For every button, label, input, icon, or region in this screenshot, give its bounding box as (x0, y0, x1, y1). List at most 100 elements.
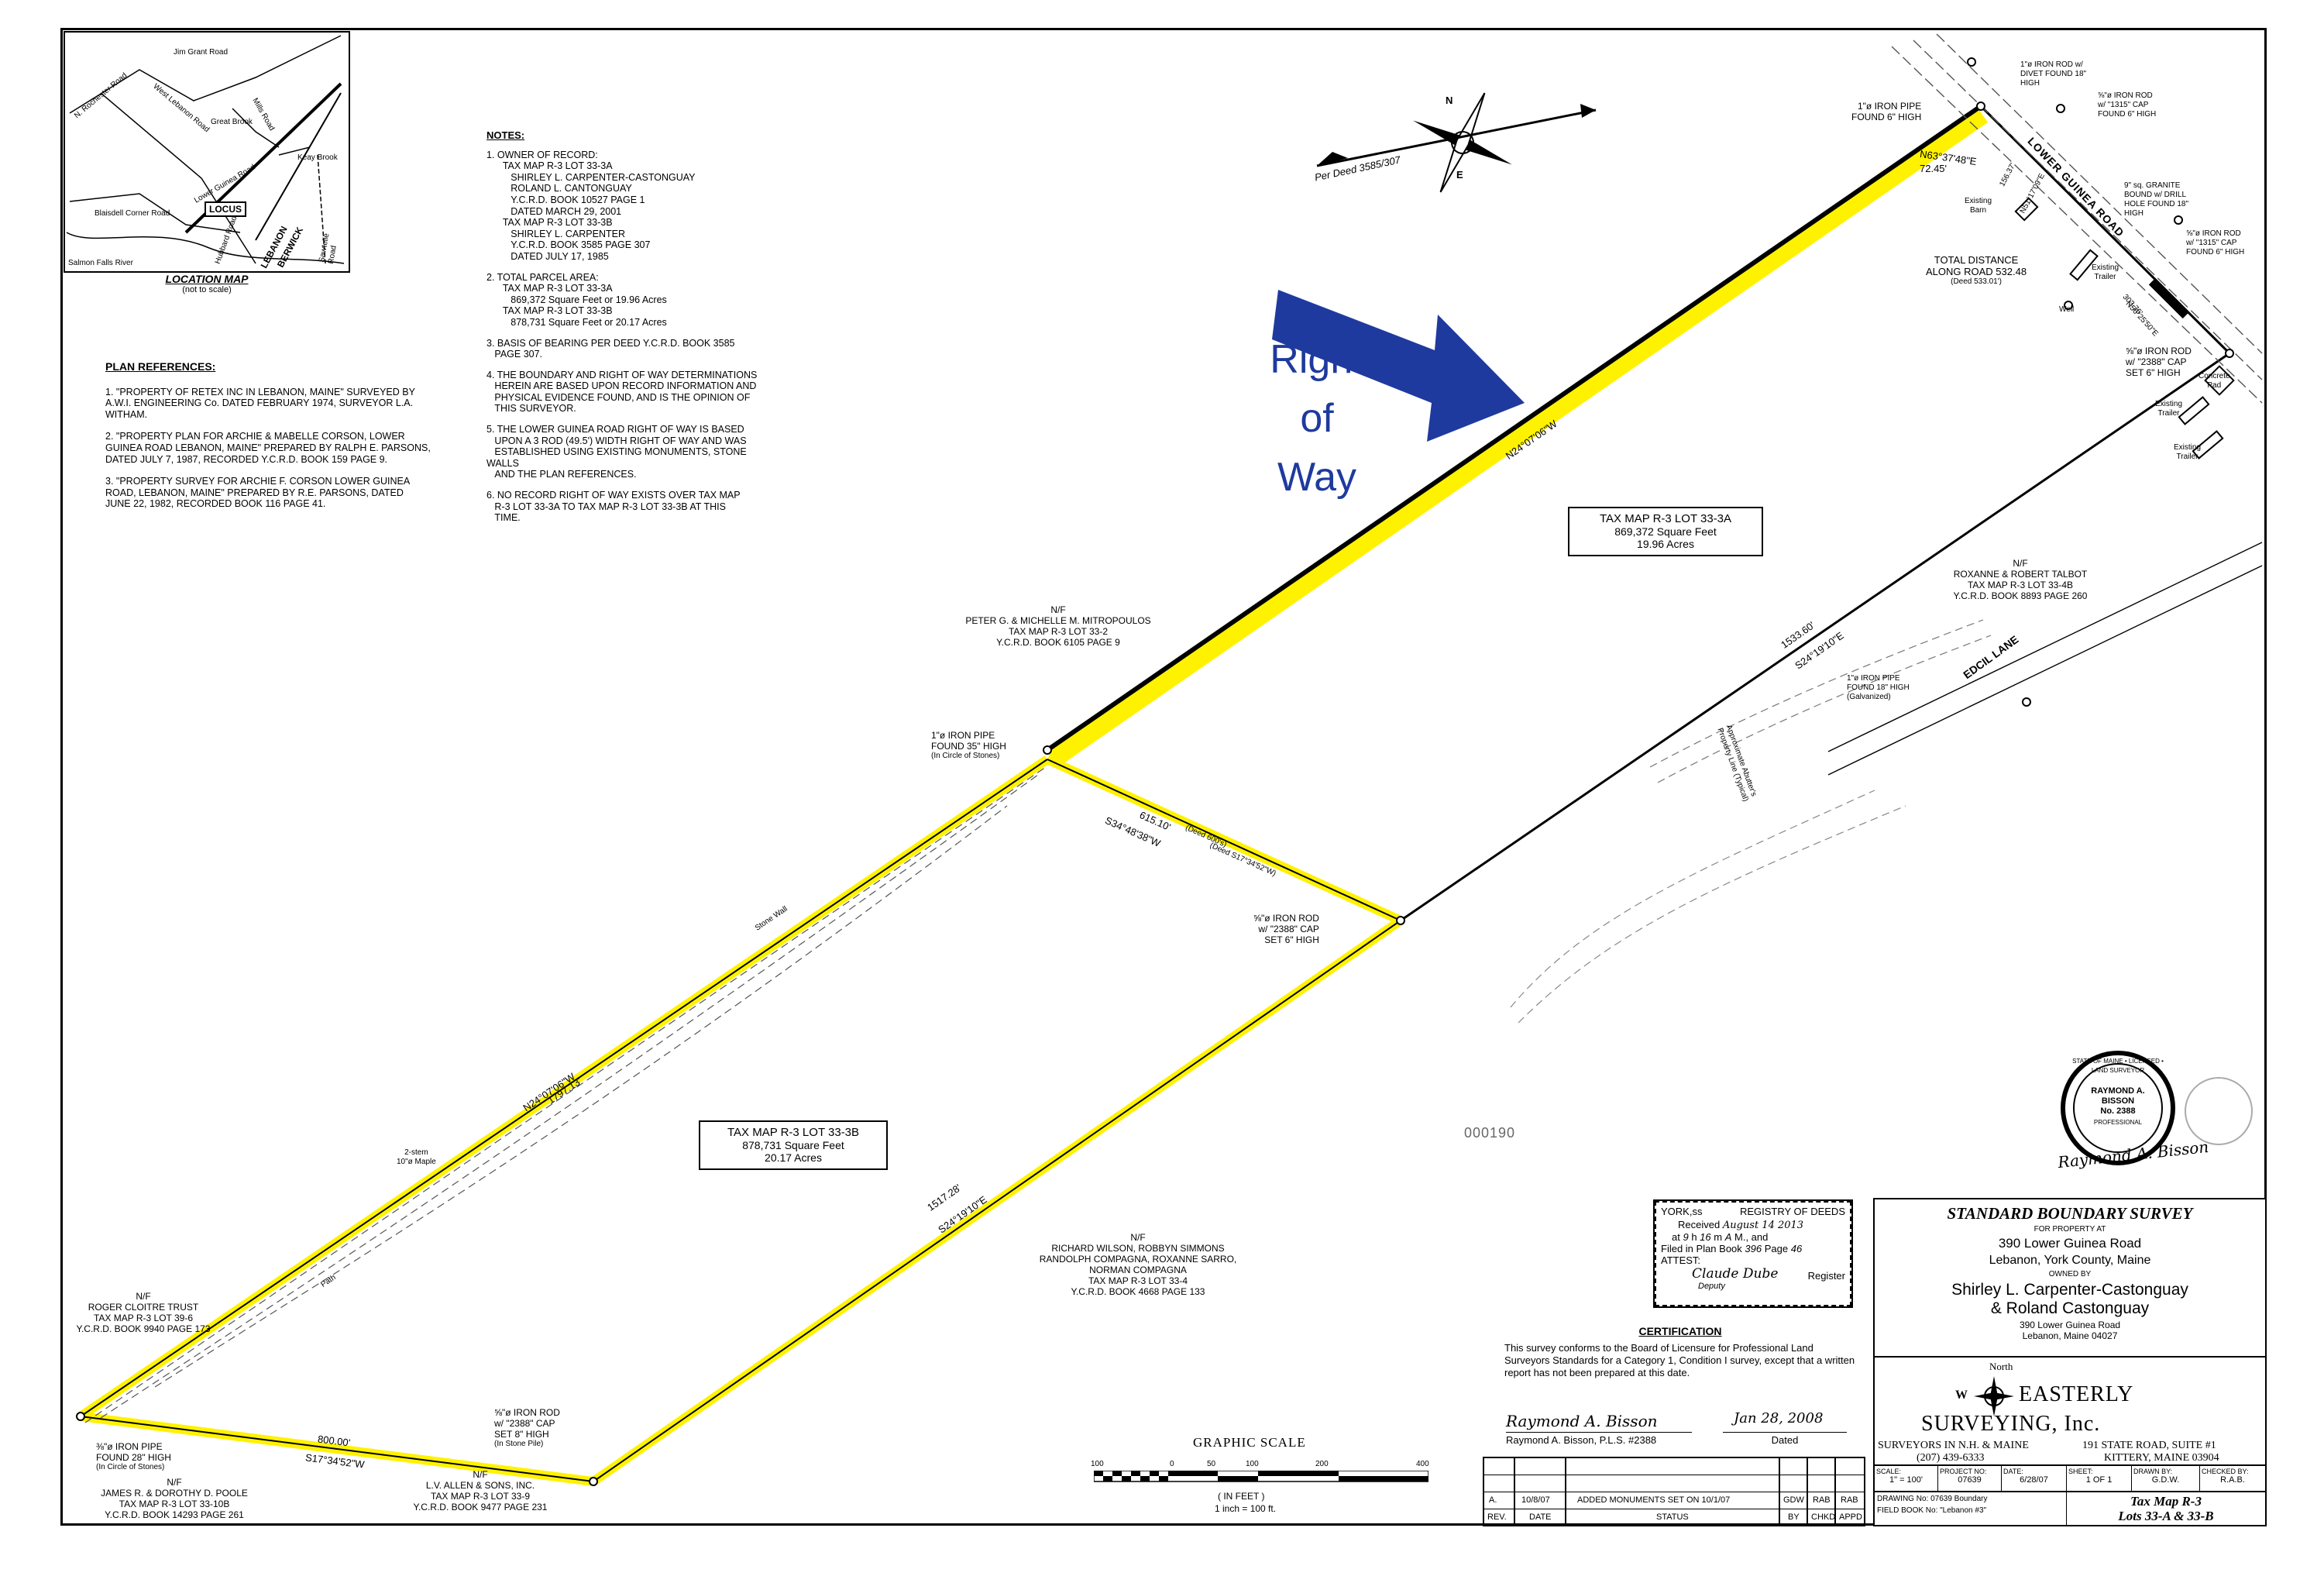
label-rod-bottom-3: SET 8" HIGH (494, 1429, 549, 1440)
registry-hour: 9 (1683, 1231, 1689, 1243)
abutter-allen-name: L.V. ALLEN & SONS, INC. (425, 1480, 535, 1491)
lot-3b-area-sf: 878,731 Square Feet (742, 1139, 844, 1151)
registry-sign-row: Claude Dube Register (1661, 1266, 1845, 1282)
meta-project-label: PROJECT NO: (1940, 1468, 1987, 1475)
abutter-allen-nf: N/F (473, 1469, 488, 1480)
note-2: 2. TOTAL PARCEL AREA: TAX MAP R-3 LOT 33… (486, 271, 667, 328)
meta-scale-label: SCALE: (1876, 1468, 1902, 1475)
lot-3a-box: TAX MAP R-3 LOT 33-3A 869,372 Square Fee… (1568, 507, 1763, 556)
certification-dated: Dated (1723, 1432, 1847, 1446)
stamp-number: 000190 (1464, 1125, 1516, 1141)
abutter-cloitre-map: TAX MAP R-3 LOT 39-6 (93, 1313, 194, 1323)
rev-h-chkd: CHKD (1811, 1512, 1836, 1522)
scale-tick-5: 400 (1416, 1460, 1429, 1468)
label-maple-1: 2-stem (404, 1148, 428, 1157)
row-west-line (1046, 104, 1982, 752)
label-trailer-1-a: Existing (2092, 263, 2119, 272)
lot-3a-title: TAX MAP R-3 LOT 33-3A (1599, 512, 1732, 525)
lot-3b-box: TAX MAP R-3 LOT 33-3B 878,731 Square Fee… (699, 1120, 888, 1170)
label-concrete-pad: Concrete Pad (2199, 372, 2230, 391)
certification-date-sig: Jan 28, 2008 (1734, 1410, 1824, 1426)
right-of-way-word-2: of (1300, 396, 1334, 441)
abutter-poole-name: JAMES R. & DOROTHY D. POOLE (101, 1488, 248, 1499)
label-pipe-mid-2: FOUND 35" HIGH (931, 741, 1006, 752)
title-block-owner-1: Shirley L. Carpenter-Castonguay (1951, 1281, 2188, 1299)
loc-lower-guinea: Lower Guinea Road (192, 163, 257, 205)
scale-tick-1: 0 (1170, 1460, 1174, 1468)
rev-col-div-4 (1807, 1458, 1808, 1525)
note-3: 3. BASIS OF BEARING PER DEED Y.C.R.D. BO… (486, 337, 735, 360)
meta-checked-label: CHECKED BY: (2202, 1468, 2249, 1475)
loc-road-west-lebanon: West Lebanon Road (151, 82, 211, 135)
rev-h-status: STATUS (1656, 1512, 1689, 1522)
north-label: N (1446, 95, 1453, 106)
existing-structures (2014, 197, 2235, 459)
label-rod-1315-top: ⅝"ø IRON ROD w/ "1315" CAP FOUND 6" HIGH (2098, 91, 2156, 119)
registry-title: REGISTRY OF DEEDS (1739, 1206, 1845, 1217)
plan-references-block: PLAN REFERENCES: 1. "PROPERTY OF RETEX I… (105, 361, 431, 521)
company-surveyors: SURVEYORS IN N.H. & MAINE (1878, 1440, 2029, 1451)
revisions-row-a: A. 10/8/07 ADDED MONUMENTS SET ON 10/1/0… (1484, 1492, 1864, 1509)
label-rod-divet-1: 1"ø IRON ROD w/ (2020, 60, 2083, 69)
seal-number: No. 2388 (2100, 1106, 2136, 1116)
label-pipe-top: 1"ø IRON PIPE FOUND 6" HIGH (1851, 101, 1921, 122)
seal-inner-ring (2073, 1063, 2163, 1153)
loc-mills-road: Mills Road (250, 96, 277, 132)
lot-3b-area-ac: 20.17 Acres (765, 1151, 822, 1164)
abutter-cloitre-nf: N/F (136, 1291, 151, 1302)
registry-dashed-border (1655, 1201, 1851, 1306)
loc-blaisdell: Blaisdell Corner Road (95, 209, 170, 218)
label-rod-2388-mid-2: w/ "2388" CAP (1258, 924, 1319, 934)
rev-col-div-2 (1565, 1458, 1566, 1525)
meta-sheet-value: 1 OF 1 (2085, 1475, 2113, 1485)
company-compass-icon (1974, 1376, 2014, 1416)
label-granite-2: BOUND w/ DRILL (2124, 191, 2187, 199)
revisions-table: A. 10/8/07 ADDED MONUMENTS SET ON 10/1/0… (1483, 1457, 1865, 1526)
graphic-scale-bar (1094, 1471, 1428, 1482)
label-trailer-2-a: Existing (2155, 400, 2183, 408)
abutter-poole-book: Y.C.R.D. BOOK 14293 PAGE 261 (105, 1509, 244, 1520)
west-line (80, 759, 1048, 1417)
label-granite: 9" sq. GRANITE BOUND w/ DRILL HOLE FOUND… (2124, 181, 2188, 219)
title-block-owner-addr-2: Lebanon, Maine 04027 (2022, 1330, 2118, 1341)
scale-tick-2: 50 (1207, 1460, 1216, 1468)
meta-scale: SCALE: 1" = 100' (1875, 1466, 1938, 1491)
edcil-lane-lines (1827, 542, 2263, 776)
monument-markers (76, 57, 2234, 1486)
note-4: 4. THE BOUNDARY AND RIGHT OF WAY DETERMI… (486, 369, 758, 415)
east-label: E (1456, 169, 1463, 181)
total-distance-1: TOTAL DISTANCE (1934, 254, 2019, 266)
title-block: STANDARD BOUNDARY SURVEY FOR PROPERTY AT… (1873, 1198, 2267, 1526)
label-trailer-3-b: Trailer (2176, 453, 2199, 461)
registry-deputy: Deputy (1698, 1282, 1725, 1291)
label-granite-1: 9" sq. GRANITE (2124, 181, 2181, 190)
label-pipe-left-2: FOUND 28" HIGH (96, 1452, 171, 1463)
title-block-owned-by: OWNED BY (2048, 1270, 2092, 1278)
location-map-title: LOCATION MAP (165, 273, 249, 285)
label-rod-2388-right: ⅝"ø IRON ROD w/ "2388" CAP SET 6" HIGH (2126, 346, 2192, 378)
meta-checked-value: R.A.B. (2220, 1475, 2245, 1485)
seal-ring-text: STATE OF MAINE • LICENSED • LAND SURVEYO… (2072, 1058, 2164, 1074)
abutter-allen-book: Y.C.R.D. BOOK 9477 PAGE 231 (413, 1502, 548, 1512)
meta-project: PROJECT NO: 07639 (1938, 1466, 2002, 1491)
scale-tick-4: 200 (1315, 1460, 1329, 1468)
certification-title: CERTIFICATION (1638, 1325, 1722, 1337)
registry-book: 396 (1745, 1243, 1762, 1254)
label-rod-bottom-4: (In Stone Pile) (494, 1440, 544, 1448)
title-block-for-property: FOR PROPERTY AT (2033, 1225, 2106, 1234)
lot-3b-title: TAX MAP R-3 LOT 33-3B (727, 1126, 860, 1139)
right-of-way-highlight (1046, 107, 1988, 767)
company-north: North (1989, 1361, 2013, 1372)
seal-surname: BISSON (2101, 1096, 2135, 1106)
rev-col-div-1 (1514, 1458, 1515, 1525)
rev-a-rev: A. (1489, 1495, 1497, 1505)
right-of-way-word-1: Right (1270, 337, 1364, 382)
label-rod-1315-top-2: w/ "1315" CAP (2098, 101, 2149, 109)
notes-block: NOTES: 1. OWNER OF RECORD: TAX MAP R-3 L… (486, 129, 781, 533)
loc-sawtelle: Sawtelle Road (318, 232, 339, 265)
label-pipe-edcil-3: (Galvanized) (1847, 693, 1891, 701)
abutter-mitropoulos-map: TAX MAP R-3 LOT 33-2 (1008, 626, 1109, 637)
locus-box: LOCUS (205, 201, 246, 217)
title-block-owner-2: & Roland Castonguay (1990, 1299, 2150, 1317)
label-concrete-2: Pad (2207, 381, 2222, 390)
